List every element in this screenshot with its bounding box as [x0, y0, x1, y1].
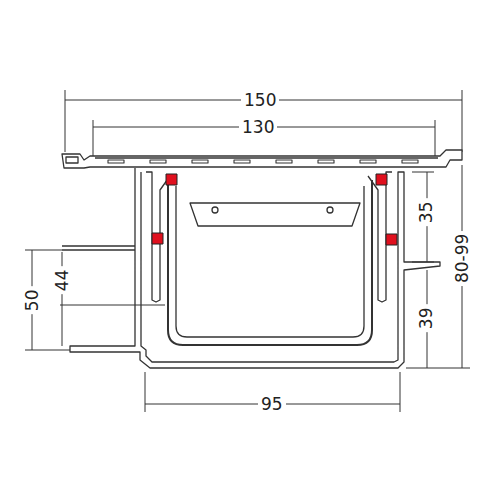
- grate-frame: [62, 150, 462, 168]
- dimension-label: 150: [241, 91, 279, 110]
- dimension-label: 39: [417, 304, 436, 332]
- dimension-lines: [25, 90, 470, 412]
- odour-trap-bucket: [168, 180, 372, 345]
- dimension-label: 44: [53, 266, 72, 294]
- dimension-label: 50: [23, 286, 42, 314]
- dimension-label: 35: [417, 198, 436, 226]
- dimension-label: 80-99: [453, 230, 472, 285]
- drain-body: [62, 168, 440, 368]
- dimension-label: 130: [239, 118, 277, 137]
- dimension-label: 95: [258, 395, 286, 414]
- seal-rings: [152, 174, 397, 245]
